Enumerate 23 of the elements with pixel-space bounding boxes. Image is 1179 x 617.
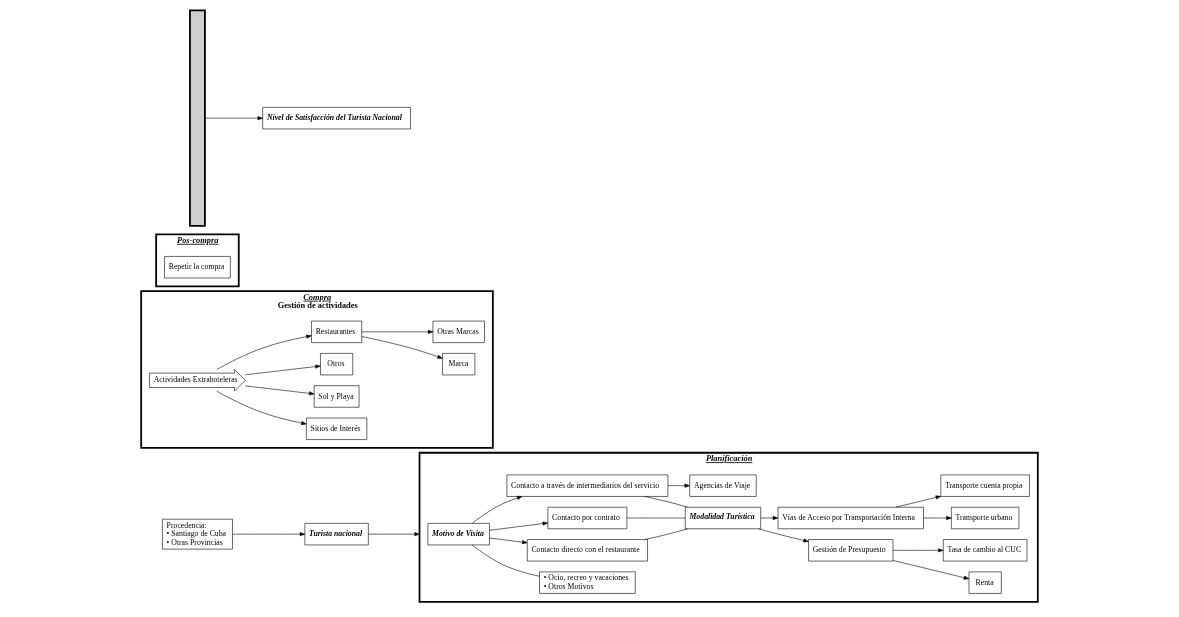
arrow (216, 390, 307, 425)
arrow (216, 334, 312, 370)
arrow (471, 496, 523, 524)
arrow (758, 528, 809, 543)
arrow (245, 385, 315, 396)
arrow (892, 548, 944, 553)
arrow (760, 516, 779, 520)
arrow (892, 560, 970, 580)
arrow (232, 532, 306, 537)
arrow (489, 521, 548, 531)
arrow (361, 336, 443, 359)
connector (471, 544, 540, 577)
arrow (204, 116, 263, 121)
node-bar (189, 9, 206, 227)
connector (644, 496, 688, 508)
connector (644, 528, 688, 540)
arrow (923, 516, 952, 520)
arrow (361, 329, 434, 334)
arrow (667, 483, 690, 488)
arrow (245, 364, 321, 376)
arrow (368, 532, 420, 537)
arrow (895, 495, 942, 508)
arrow (489, 537, 528, 545)
